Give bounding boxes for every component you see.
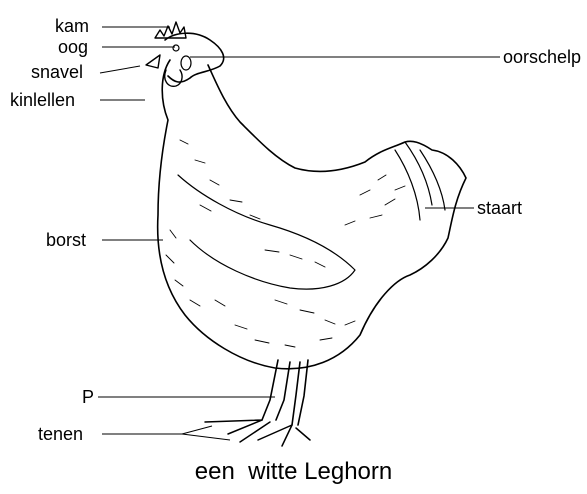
eye-shape: [173, 45, 179, 51]
label-staart: staart: [477, 198, 522, 218]
leg-right: [292, 360, 308, 425]
label-snavel: snavel: [31, 62, 83, 82]
wing-outline: [178, 175, 355, 289]
leader-snavel: [100, 66, 140, 73]
label-oorschelp: oorschelp: [503, 47, 581, 67]
beak-shape: [146, 55, 160, 68]
earlobe-shape: [181, 56, 191, 70]
label-p: P: [82, 387, 94, 407]
diagram-caption: een witte Leghorn: [0, 458, 587, 486]
toes-shape: [205, 420, 310, 446]
hen-head-outline: [165, 33, 224, 82]
comb-shape: [155, 22, 186, 38]
label-kinlellen: kinlellen: [10, 90, 75, 110]
wattles-shape: [165, 70, 182, 86]
leader-tenen-b: [182, 426, 212, 434]
leader-tenen-c: [182, 434, 230, 440]
label-tenen: tenen: [38, 424, 83, 444]
label-oog: oog: [58, 37, 88, 57]
label-kam: kam: [55, 16, 89, 36]
label-borst: borst: [46, 230, 86, 250]
